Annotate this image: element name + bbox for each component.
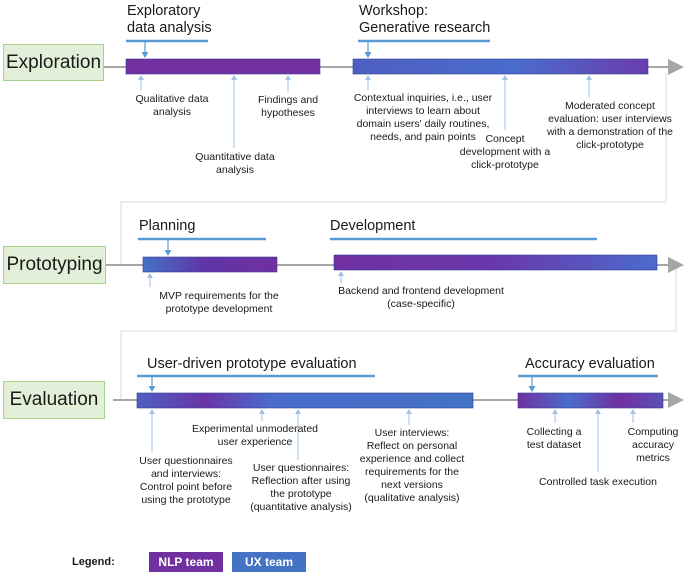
bar-accuracy xyxy=(517,392,664,409)
heading-eda: Exploratory data analysis xyxy=(127,3,212,36)
heading-workshop: Workshop: Generative research xyxy=(359,3,491,36)
legend-nlp: NLP team xyxy=(149,552,223,572)
connector-prototyping-evaluation xyxy=(120,265,677,400)
annotation-findings: Findings and hypotheses xyxy=(257,94,319,119)
annotation-unmoderated: Experimental unmoderated user experience xyxy=(191,423,319,448)
annotation-concept-development: Concept development with a click-prototy… xyxy=(459,133,551,171)
annotation-test-dataset: Collecting a test dataset xyxy=(526,426,582,451)
annotation-questionnaires-before: User questionnaires and interviews: Cont… xyxy=(139,455,233,506)
heading-planning: Planning xyxy=(139,218,196,234)
annotation-questionnaires-after: User questionnaires: Reflection after us… xyxy=(250,462,352,513)
heading-user-evaluation: User-driven prototype evaluation xyxy=(147,356,357,372)
annotation-quantitative: Quantitative data analysis xyxy=(195,151,275,176)
annotation-mvp: MVP requirements for the prototype devel… xyxy=(159,290,279,315)
legend-ux: UX team xyxy=(232,552,306,572)
phase-evaluation: Evaluation xyxy=(3,381,105,419)
phase-exploration-label: Exploration xyxy=(5,51,102,73)
annotation-backend: Backend and frontend development (case-s… xyxy=(338,285,504,310)
bar-planning xyxy=(142,256,278,273)
bar-development xyxy=(333,254,658,271)
annotation-controlled: Controlled task execution xyxy=(539,476,657,488)
bar-workshop xyxy=(352,58,649,75)
phase-prototyping-label: Prototyping xyxy=(6,254,103,275)
phase-evaluation-label: Evaluation xyxy=(9,389,99,410)
connector-exploration-prototyping xyxy=(120,73,667,265)
annotation-moderated: Moderated concept evaluation: user inter… xyxy=(546,100,674,151)
annotation-qualitative: Qualitative data analysis xyxy=(135,93,209,118)
heading-development: Development xyxy=(330,218,416,234)
phase-exploration: Exploration xyxy=(3,44,104,81)
legend-title: Legend: xyxy=(72,556,115,568)
annotation-metrics: Computing accuracy metrics xyxy=(627,426,679,464)
annotation-interviews-next: User interviews: Reflect on personal exp… xyxy=(359,427,465,504)
annotation-contextual: Contextual inquiries, i.e., user intervi… xyxy=(353,92,493,143)
bar-user-evaluation xyxy=(136,392,474,409)
heading-accuracy: Accuracy evaluation xyxy=(525,356,655,372)
phase-prototyping: Prototyping xyxy=(3,246,106,284)
bar-eda xyxy=(125,58,321,75)
